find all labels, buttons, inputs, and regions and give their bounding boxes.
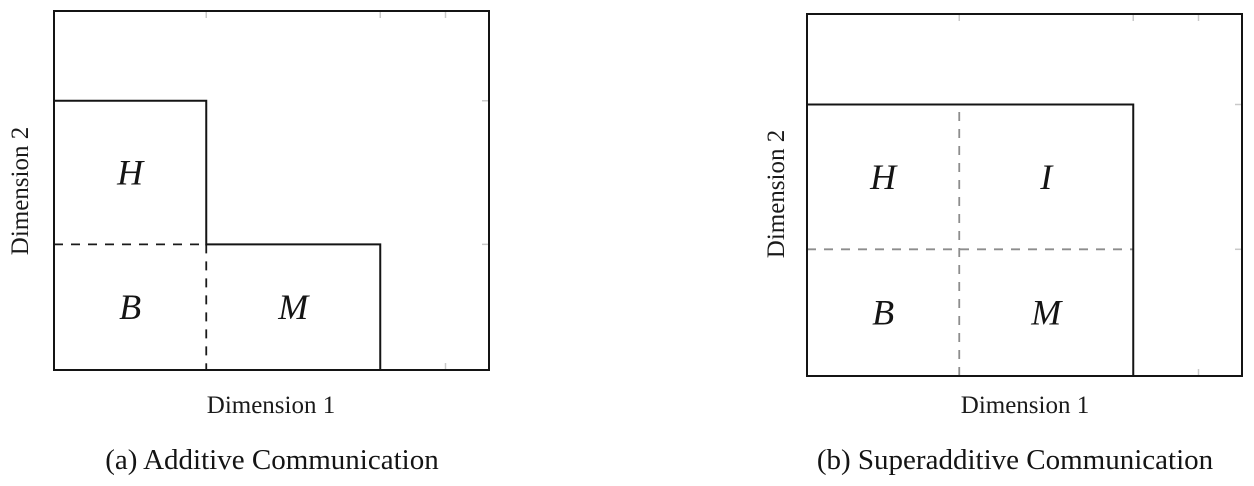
y-axis-label-superadditive: Dimension 2 [763,129,790,259]
x-axis-label-additive: Dimension 1 [206,392,336,419]
caption-additive: (a) Additive Communication [105,444,439,476]
region-label-M: M [1030,293,1063,333]
region-label-B: B [119,287,141,327]
region-boundary [54,99,382,370]
region-label-B: B [872,293,894,333]
region-label-M: M [277,287,310,327]
plot-area-superadditive: H I B M [806,13,1243,377]
region-label-I: I [1039,157,1054,197]
axis-frame [806,13,1243,377]
region-label-H: H [116,153,145,193]
caption-superadditive: (b) Superadditive Communication [816,444,1214,476]
region-label-H: H [869,157,898,197]
x-axis-label-superadditive: Dimension 1 [960,392,1090,419]
plot-area-additive: H B M [53,10,490,371]
region-boundary [807,103,1135,376]
y-axis-label-additive: Dimension 2 [7,126,34,256]
axis-frame [53,10,490,371]
